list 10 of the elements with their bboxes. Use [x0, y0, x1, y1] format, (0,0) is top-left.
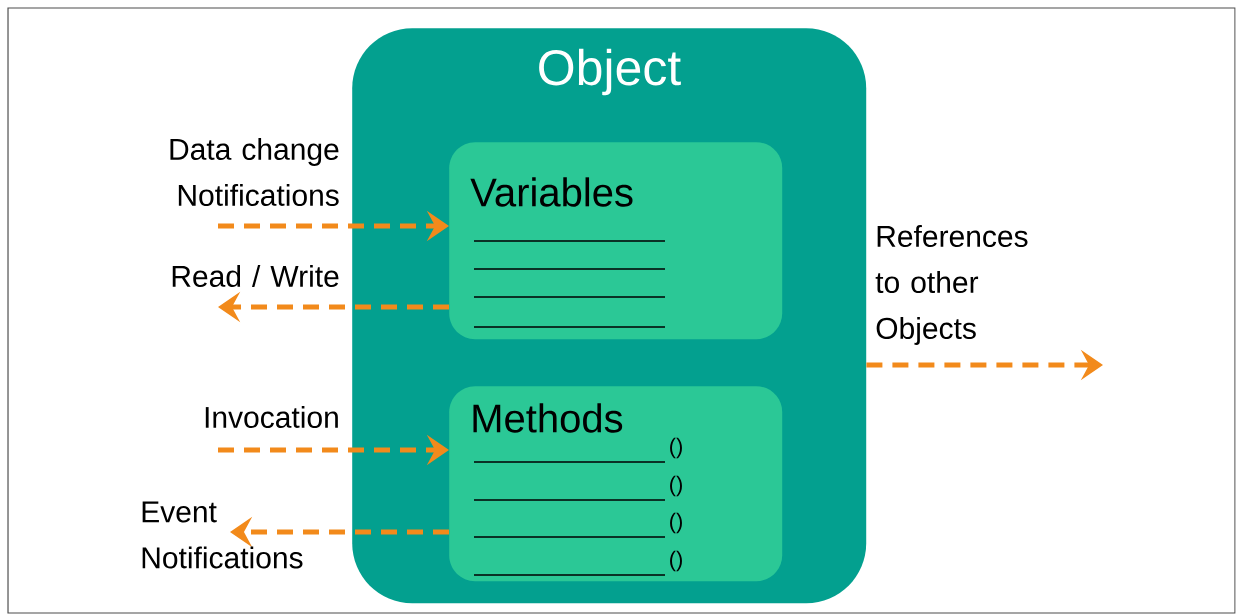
- edge-label: Data change Notifications: [170, 138, 339, 207]
- edge-label: Invocation: [205, 406, 338, 429]
- parentheses: (): [670, 437, 682, 459]
- edge-label: Event Notifications: [142, 501, 303, 569]
- parentheses: (): [670, 512, 682, 534]
- edge-label: References to other Objects: [875, 225, 1028, 345]
- edge-label: Read / Write: [172, 265, 339, 288]
- parentheses: (): [670, 475, 682, 497]
- variables-box: Variables: [449, 142, 783, 340]
- parentheses: (): [670, 550, 682, 572]
